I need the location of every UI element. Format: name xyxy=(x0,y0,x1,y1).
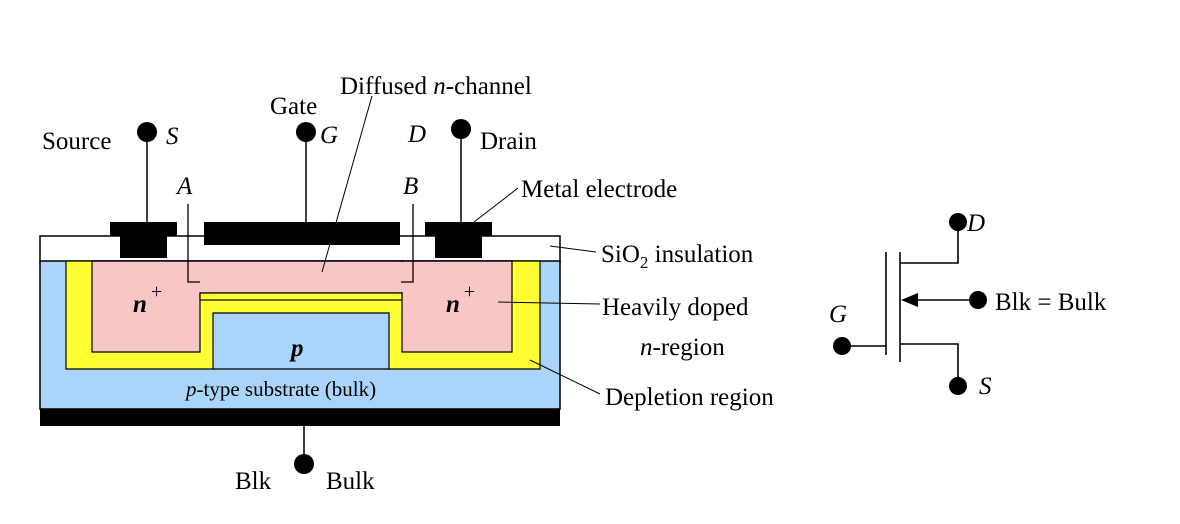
source-label: Source xyxy=(42,128,111,155)
symbol-drain-lead xyxy=(900,222,959,264)
sio2-label: SiO2 insulation xyxy=(601,241,754,272)
bulk-terminal-dot xyxy=(294,454,314,474)
symbol-bulk-arrow-icon xyxy=(901,293,918,307)
heavily-doped-label: Heavily doped xyxy=(602,294,749,321)
substrate-label: p-type substrate (bulk) xyxy=(184,377,376,401)
drain-label: Drain xyxy=(480,128,537,155)
heavily-doped-leader xyxy=(497,301,601,305)
metal-electrode-leader xyxy=(473,187,519,223)
s-terminal-letter: S xyxy=(166,123,179,150)
n-region-top-fill xyxy=(93,262,511,292)
symbol-d-label: D xyxy=(966,210,985,237)
a-label: A xyxy=(175,173,193,200)
p-region-label: p xyxy=(289,335,304,362)
p-region xyxy=(212,312,390,370)
g-terminal-letter: G xyxy=(320,122,338,149)
symbol-gate-dot xyxy=(833,337,851,355)
source-electrode xyxy=(110,222,177,258)
b-bracket xyxy=(401,204,414,283)
d-terminal-letter: D xyxy=(407,121,426,148)
metal-electrode-label: Metal electrode xyxy=(521,176,677,203)
depletion-region-label: Depletion region xyxy=(605,384,774,411)
symbol-bulk-dot xyxy=(969,291,987,309)
gate-label: Gate xyxy=(270,93,317,120)
source-terminal-dot xyxy=(137,122,157,142)
symbol-source-dot xyxy=(949,377,967,395)
bulk-metal-contact xyxy=(40,409,560,426)
symbol-g-label: G xyxy=(829,301,847,328)
a-bracket xyxy=(187,204,200,283)
diffused-channel-leader xyxy=(321,95,373,273)
blk-label: Blk xyxy=(235,468,272,495)
sio2-leader xyxy=(549,245,597,253)
b-label: B xyxy=(403,173,418,200)
drain-electrode xyxy=(425,222,492,258)
diffused-n-channel-strip xyxy=(199,292,403,301)
symbol-source-lead xyxy=(900,343,959,386)
n-region-label: n-region xyxy=(640,334,725,361)
symbol-drain-dot xyxy=(949,213,967,231)
n-plus-right-label: n+ xyxy=(446,281,475,318)
symbol-blk-label: Blk = Bulk xyxy=(995,289,1107,316)
diffused-channel-label: Diffused n-channel xyxy=(340,73,532,100)
symbol-s-label: S xyxy=(979,373,992,400)
gate-electrode xyxy=(204,222,400,245)
n-plus-left-label: n+ xyxy=(133,281,162,318)
bulk-label: Bulk xyxy=(326,468,375,495)
mosfet-symbol: D S G Blk = Bulk xyxy=(829,210,1107,400)
depletion-leader xyxy=(529,359,601,395)
gate-terminal-dot xyxy=(296,122,316,142)
drain-terminal-dot xyxy=(451,119,471,139)
